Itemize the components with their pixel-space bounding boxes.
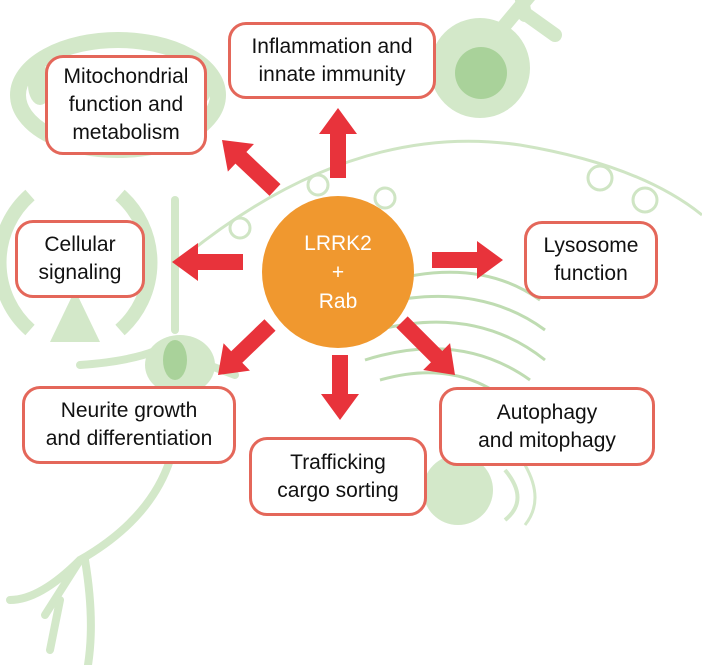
lrrk2-rab-label: LRRK2 + Rab xyxy=(304,231,372,313)
arrow-to-cellular-signaling xyxy=(172,243,243,281)
autophagosome-icon xyxy=(423,455,537,526)
immune-cell-icon xyxy=(430,0,562,118)
arrow-to-trafficking xyxy=(321,355,359,420)
arrows-group xyxy=(172,108,503,420)
receptor-icon xyxy=(0,189,158,342)
function-label-lysosome: Lysosome function xyxy=(543,234,639,285)
function-box-trafficking: Trafficking cargo sorting xyxy=(249,437,427,516)
function-box-autophagy: Autophagy and mitophagy xyxy=(439,387,655,466)
arrow-to-lysosome xyxy=(432,241,503,279)
arrow-to-mitochondrial xyxy=(222,140,281,196)
function-label-trafficking: Trafficking cargo sorting xyxy=(277,450,399,502)
function-box-inflammation: Inflammation and innate immunity xyxy=(228,22,436,99)
arrow-to-neurite xyxy=(218,319,276,375)
vesicle-icons xyxy=(228,164,659,240)
neuron-body-icon xyxy=(145,335,215,395)
function-box-lysosome: Lysosome function xyxy=(524,221,658,299)
function-label-autophagy: Autophagy and mitophagy xyxy=(478,400,616,452)
function-box-cellular-signaling: Cellular signaling xyxy=(15,220,145,298)
function-label-inflammation: Inflammation and innate immunity xyxy=(251,34,413,86)
function-label-mitochondrial: Mitochondrial function and metabolism xyxy=(63,65,189,144)
arrow-to-inflammation xyxy=(319,108,357,178)
function-label-cellular-signaling: Cellular signaling xyxy=(38,233,122,284)
function-label-neurite: Neurite growth and differentiation xyxy=(45,399,213,450)
cell-membrane-line xyxy=(179,139,702,262)
arrow-to-autophagy xyxy=(396,316,455,375)
lrrk2-rab-circle xyxy=(262,196,414,348)
function-box-mitochondrial: Mitochondrial function and metabolism xyxy=(45,55,207,155)
function-box-neurite: Neurite growth and differentiation xyxy=(22,386,236,464)
